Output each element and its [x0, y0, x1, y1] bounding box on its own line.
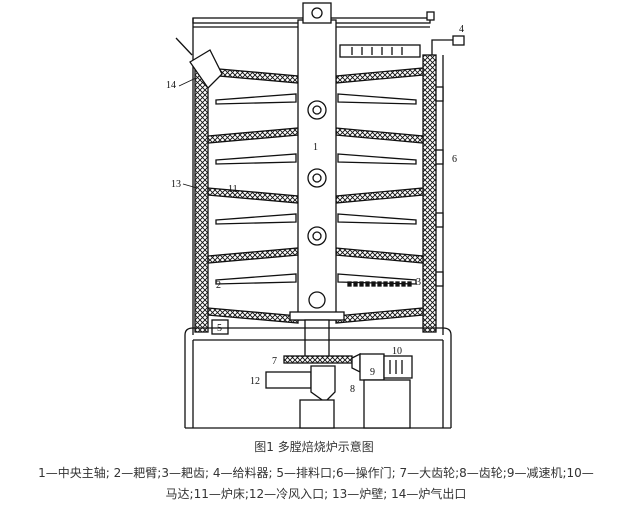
hearth — [207, 307, 424, 324]
callout-12: 12 — [250, 376, 260, 387]
shaft-coupling — [308, 291, 326, 309]
rabble-arm — [337, 153, 417, 165]
rabble-tooth — [347, 281, 352, 287]
callout-11: 11 — [228, 184, 238, 195]
discharge-outlet — [211, 319, 229, 335]
gas-outlet — [175, 37, 223, 90]
furnace-wall-left — [194, 61, 209, 333]
rabble-tooth — [383, 281, 388, 287]
shaft-coupling — [307, 100, 327, 120]
rabble-tooth — [365, 281, 370, 287]
rabble-arm — [337, 213, 417, 225]
callout-10: 10 — [392, 346, 402, 357]
callout-3: 3 — [416, 277, 421, 288]
figure-caption: 图1 多膛焙烧炉示意图 — [254, 440, 374, 454]
rabble-tooth — [401, 281, 406, 287]
large-gear — [283, 355, 353, 364]
callout-8: 8 — [350, 384, 355, 395]
rabble-tooth — [395, 281, 400, 287]
rabble-arm — [215, 93, 297, 105]
callout-6: 6 — [452, 154, 457, 165]
furnace-wall-right — [422, 54, 437, 333]
callout-1: 1 — [313, 142, 318, 153]
callout-7: 7 — [272, 356, 277, 367]
figure-legend: 1—中央主轴; 2—耙臂;3—耙齿; 4—给料器; 5—排料口;6—操作门; 7… — [38, 466, 594, 501]
rabble-arm — [215, 153, 297, 165]
central-shaft — [289, 2, 345, 361]
callout-9: 9 — [370, 367, 375, 378]
rabble-tooth — [389, 281, 394, 287]
drive-mechanism — [265, 352, 413, 429]
rabble-arm — [337, 93, 417, 105]
cold-air-inlet-pipe — [265, 371, 312, 389]
callout-labels: 1 2 3 4 5 6 7 8 9 10 11 12 13 14 — [166, 24, 464, 395]
multiple-hearth-roaster-diagram: 1 2 3 4 5 6 7 8 9 10 11 12 13 14 — [166, 2, 465, 429]
rabble-arm — [215, 213, 297, 225]
rabble-tooth — [371, 281, 376, 287]
pinion-gear — [351, 352, 361, 374]
shaft-coupling — [307, 226, 327, 246]
operating-doors — [435, 86, 444, 287]
rabble-arms — [215, 93, 417, 287]
rabble-tooth — [407, 281, 412, 287]
rabble-tooth — [353, 281, 358, 287]
rabble-tooth — [359, 281, 364, 287]
rabble-arm — [215, 273, 297, 285]
callout-4: 4 — [459, 24, 464, 35]
callout-2: 2 — [216, 280, 221, 291]
rabble-tooth — [377, 281, 382, 287]
motor — [383, 355, 413, 379]
callout-5: 5 — [217, 323, 222, 334]
callout-14: 14 — [166, 80, 176, 91]
shaft-coupling — [307, 168, 327, 188]
callout-13: 13 — [171, 179, 181, 190]
feeder — [339, 35, 465, 58]
hearths — [207, 67, 424, 324]
